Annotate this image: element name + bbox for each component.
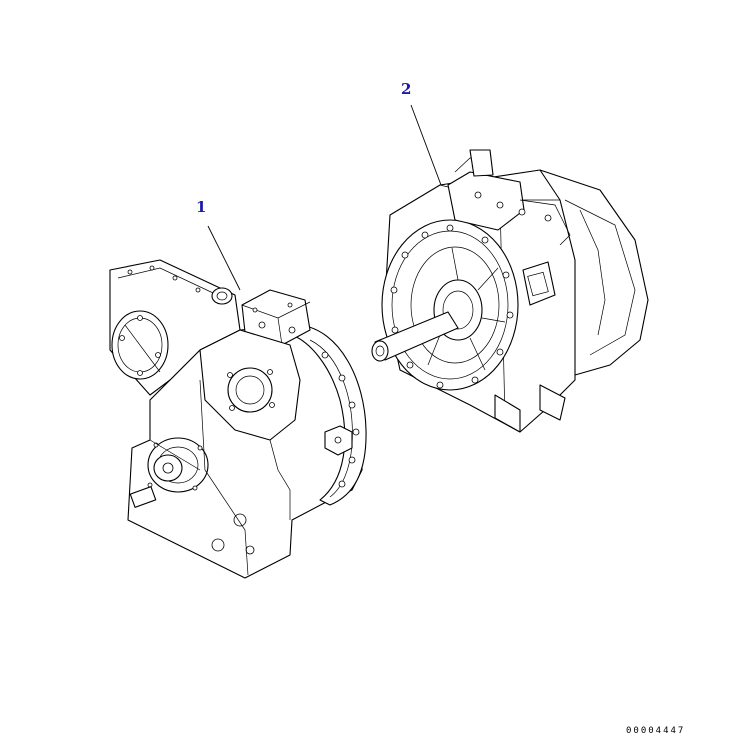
part-2-torque-converter: [371, 149, 649, 433]
part-1-transmission-housing: [109, 259, 367, 579]
drawing-reference-code: 00004447: [626, 726, 686, 736]
callout-number-2: 2: [401, 80, 412, 98]
leader-line-1: [207, 225, 241, 291]
leader-line-2: [410, 104, 442, 186]
callout-number-1: 1: [196, 198, 207, 216]
